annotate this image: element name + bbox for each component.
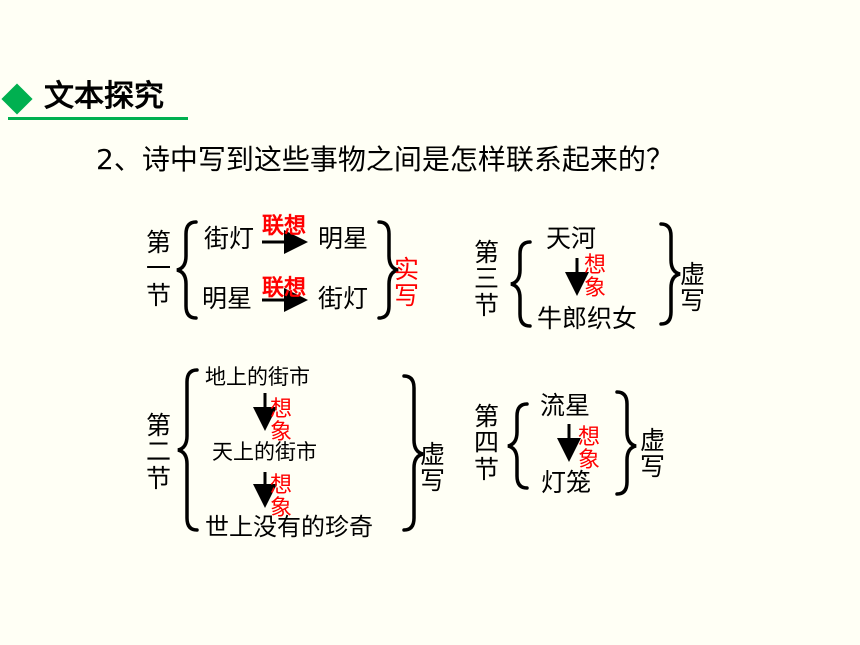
section1-left-brace [176,220,198,320]
section3-label: 第 三 节 [474,238,500,320]
section4-item-2: 灯笼 [541,468,592,497]
section3-right-brace [659,222,681,326]
section2-label: 第 二 节 [146,411,172,493]
section3-category: 虚 写 [680,260,706,316]
section3-left-brace [510,240,532,328]
section1-category: 实 写 [394,255,420,311]
section4-left-brace [507,402,529,490]
section1-relation-1: 联想 [262,214,307,239]
section4-category: 虚 写 [640,426,666,482]
section1-item-1-to: 明星 [318,224,369,253]
section1-label: 第 一 节 [146,228,172,310]
section1-item-1-from: 街灯 [204,224,255,253]
section3-item-2: 牛郎织女 [537,304,638,333]
section4-item-1: 流星 [540,391,591,420]
title-underline [8,117,188,120]
section2-item-1: 地上的街市 [205,365,310,389]
section2-right-brace [402,374,424,532]
section2-left-brace [177,368,199,532]
section2-item-2: 天上的街市 [212,440,317,464]
question-text: 2、诗中写到这些事物之间是怎样联系起来的？ [96,143,674,176]
section2-item-3: 世上没有的珍奇 [205,513,373,541]
section1-relation-2: 联想 [262,276,307,301]
section3-item-1: 天河 [546,224,597,253]
section2-relation-2: 想 象 [270,473,293,522]
section2-category: 虚 写 [420,440,446,496]
section1-right-brace [377,220,399,320]
section4-relation: 想 象 [578,425,601,474]
section4-label: 第 四 节 [474,402,500,484]
section2-relation-1: 想 象 [270,397,293,446]
section-title: 文本探究 [44,79,164,114]
section1-item-2-to: 街灯 [318,284,369,313]
section3-relation: 想 象 [584,253,607,302]
section1-item-2-from: 明星 [202,284,253,313]
section4-right-brace [615,390,637,496]
